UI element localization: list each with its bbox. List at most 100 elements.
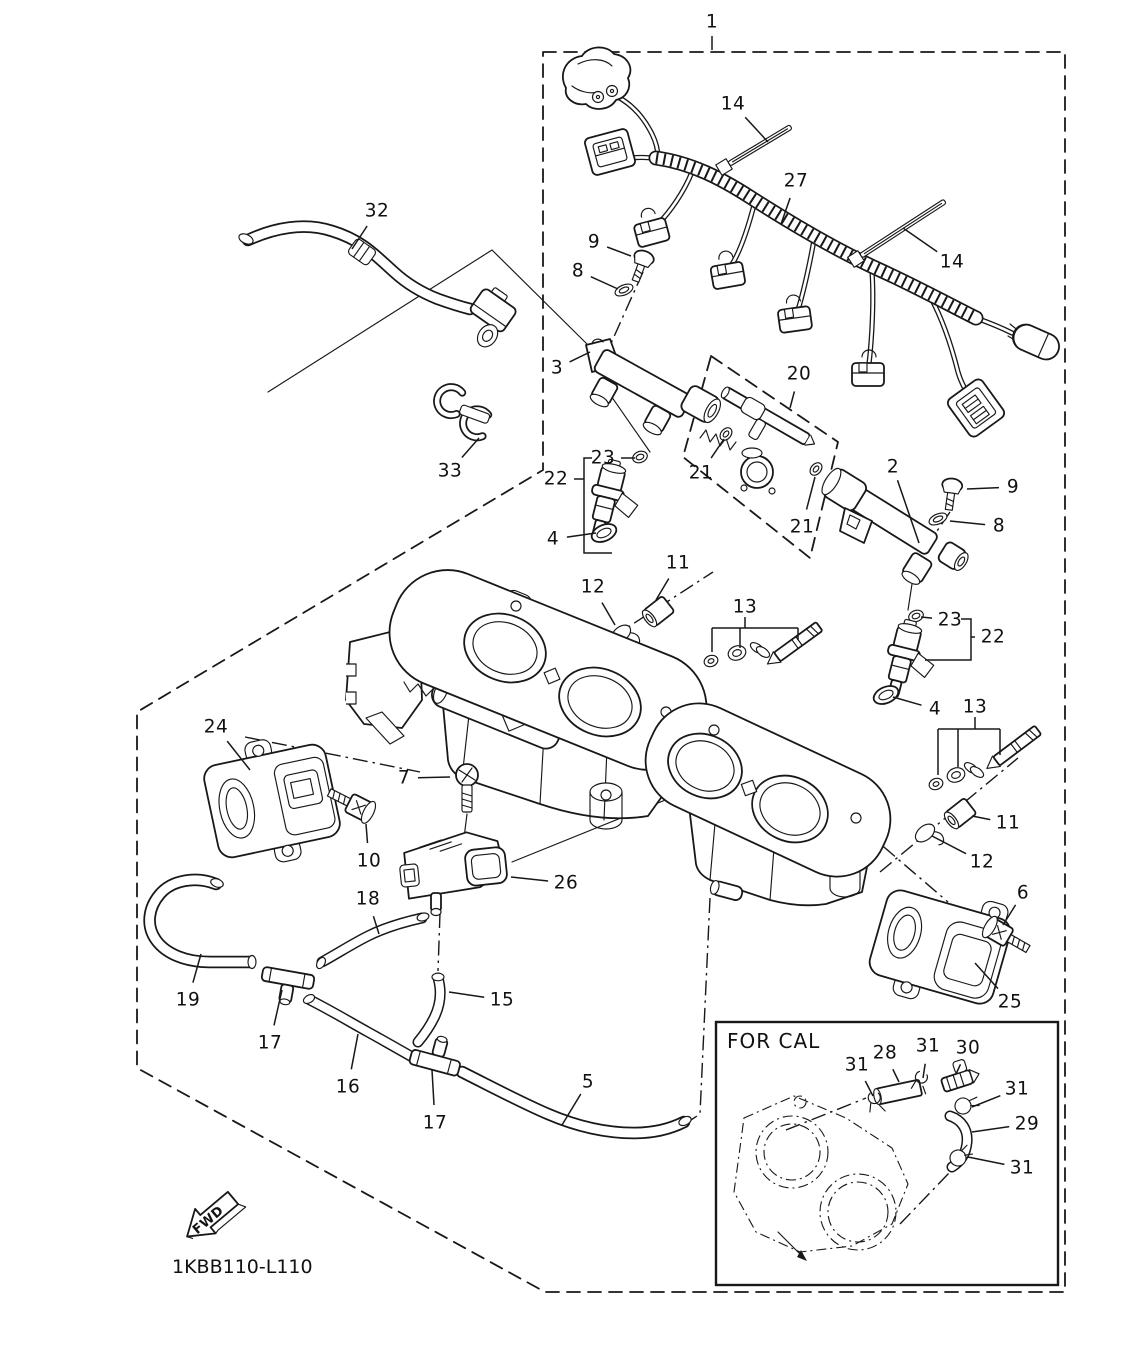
leader-line-14 xyxy=(902,227,938,253)
part-code: 1KBB110-L110 xyxy=(172,1256,313,1278)
leader-line-6 xyxy=(1002,904,1017,926)
leader-lines xyxy=(192,36,1017,1166)
hose-clamp-33 xyxy=(433,383,493,442)
leader-line-28 xyxy=(892,1068,900,1083)
leader-line-14 xyxy=(744,116,769,143)
throttle-sensor-24 xyxy=(203,739,341,863)
hose-15 xyxy=(412,972,446,1048)
branch-wire-4 xyxy=(867,270,875,366)
leader-line-24 xyxy=(226,740,251,771)
leader-line-4 xyxy=(566,532,597,538)
joint-assembly-20 xyxy=(699,386,823,495)
axis-bolt9a xyxy=(607,271,644,351)
throttle-body-lower xyxy=(644,702,892,907)
leader-line-18 xyxy=(372,915,380,935)
fuel-hose-32 xyxy=(238,220,517,348)
leader-line-33 xyxy=(461,437,480,458)
bracket-13a xyxy=(711,617,799,652)
branch-wire-2 xyxy=(729,203,756,268)
injector-connector-4 xyxy=(851,349,885,387)
vacuum-port xyxy=(709,879,744,901)
bolt-9a xyxy=(631,249,655,283)
o-ring-21a xyxy=(719,427,733,441)
hose-5 xyxy=(455,1065,692,1140)
inset-clamp-31d xyxy=(949,1144,974,1167)
cable-tie-14a xyxy=(715,124,792,176)
branch-wire-1 xyxy=(655,169,695,227)
leader-line-19 xyxy=(192,953,202,983)
hose32-link-line xyxy=(267,249,591,393)
leader-line-15 xyxy=(448,991,485,999)
bolt-10 xyxy=(326,788,377,824)
leader-line-20 xyxy=(789,391,796,409)
leader-line-4 xyxy=(892,696,922,706)
leader-line-32 xyxy=(351,225,368,250)
harness-oval-connector xyxy=(1012,323,1060,361)
rail3-end-fitting xyxy=(680,385,722,424)
harness-round-connector xyxy=(561,46,632,110)
inset-clip-31b xyxy=(910,1070,928,1095)
inset-clip-31a xyxy=(867,1092,886,1113)
injector-connector-2 xyxy=(709,250,746,290)
leader-line-25 xyxy=(974,962,999,990)
bolt-6 xyxy=(981,915,1031,954)
leader-line-16 xyxy=(350,1033,359,1070)
injector-connector-1 xyxy=(633,207,671,248)
for-cal-inset: FOR CAL xyxy=(714,1020,1060,1287)
leader-line-11 xyxy=(655,578,670,601)
collar-11b xyxy=(943,798,977,830)
leader-line-23 xyxy=(920,616,933,619)
leader-line-8 xyxy=(590,276,619,290)
joint-20-dashed-box xyxy=(682,355,839,559)
collar-11a xyxy=(641,596,675,628)
washer-8b xyxy=(928,512,948,526)
clip-12b xyxy=(914,823,945,846)
fwd-arrow: FWD xyxy=(186,1190,247,1240)
harness-rect-connector xyxy=(584,128,636,176)
leader-line-29 xyxy=(971,1125,1010,1133)
leader-line-31 xyxy=(864,1080,874,1097)
bracket-13b xyxy=(937,717,1001,775)
leader-line-12 xyxy=(931,835,967,855)
axis-sensor24 xyxy=(244,736,421,773)
hose-joint-17a xyxy=(260,966,316,1006)
fuel-rail-2 xyxy=(821,467,969,585)
injector-22a xyxy=(590,450,648,543)
leader-line-27 xyxy=(780,197,791,225)
leader-line-8 xyxy=(949,520,986,526)
bracket-22b xyxy=(925,618,972,661)
hose-16 xyxy=(302,993,422,1065)
axis-port-hose5 xyxy=(687,897,711,1123)
leader-line-17 xyxy=(273,989,283,1026)
leader-line-21 xyxy=(805,476,816,510)
hose-18 xyxy=(315,912,430,970)
cable-tie-14b xyxy=(847,199,947,268)
leader-line-26 xyxy=(510,876,549,882)
washer-8a xyxy=(614,283,634,297)
pressure-sensor-26 xyxy=(399,831,508,917)
leader-line-12 xyxy=(601,602,616,626)
leader-line-21 xyxy=(710,438,725,459)
leader-line-5 xyxy=(561,1093,582,1126)
branch-wire-3 xyxy=(796,238,816,312)
leader-line-9 xyxy=(606,246,632,257)
for-cal-box xyxy=(714,1020,1060,1287)
inset-center-lines xyxy=(785,1097,951,1225)
leader-line-31 xyxy=(971,1095,1001,1108)
bolt-9b xyxy=(941,477,964,511)
main-dashed-boundary xyxy=(136,51,1066,1293)
hose-joint-17b xyxy=(408,1035,461,1077)
o-ring-21b xyxy=(809,462,823,476)
inset-joint-30 xyxy=(940,1059,980,1093)
pipe-set-13a xyxy=(703,621,823,668)
injector-22b xyxy=(872,609,935,705)
leader-line-11 xyxy=(971,815,991,821)
for-cal-title: FOR CAL xyxy=(727,1029,820,1053)
loom-tube xyxy=(650,152,982,324)
leader-line-10 xyxy=(365,823,369,844)
hose32-connector xyxy=(469,287,517,348)
hose-19 xyxy=(143,873,257,970)
inset-body-reference xyxy=(733,1095,909,1261)
